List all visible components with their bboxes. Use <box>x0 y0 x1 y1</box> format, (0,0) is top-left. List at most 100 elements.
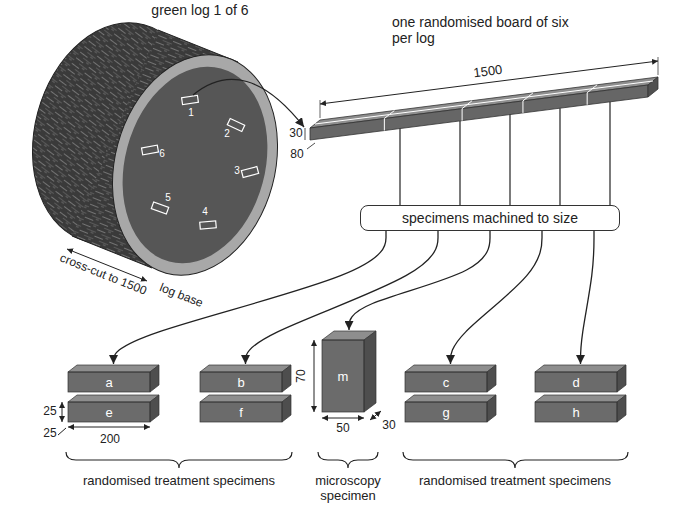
board-number: 4 <box>202 206 208 218</box>
note: one randomised board of six per log <box>392 14 592 46</box>
cut-line <box>462 109 463 121</box>
specimen-letter: m <box>338 369 349 384</box>
end-label: log base <box>157 281 204 311</box>
block-side-face <box>487 365 496 392</box>
dimension-line <box>58 428 66 435</box>
figure-title: green log 1 of 6 <box>151 2 248 18</box>
group-brace <box>318 452 378 468</box>
block-front-outline <box>68 402 150 422</box>
board-front-face <box>310 85 648 140</box>
dimension-label: 25 <box>43 427 56 441</box>
group-brace <box>403 452 628 468</box>
dimension-label: 30 <box>382 419 395 433</box>
log-sapwood-ring <box>89 36 302 294</box>
dimension-label: 1500 <box>473 63 504 81</box>
block-side-face <box>617 395 626 422</box>
board-end-face <box>648 77 658 97</box>
specimen-letter: g <box>442 405 449 420</box>
specimen-block: e <box>68 402 150 422</box>
feed-line <box>399 129 400 205</box>
flow-arrow <box>581 231 595 364</box>
block-front-outline <box>405 372 487 392</box>
block-front-outline <box>68 372 150 392</box>
block-side-face <box>487 395 496 422</box>
log-end-face <box>102 50 289 279</box>
cut-line <box>384 119 385 131</box>
dimension-line <box>322 418 364 419</box>
block-top-face <box>68 365 159 372</box>
dimension-line <box>314 340 315 412</box>
board <box>310 77 658 140</box>
specimen-block: b <box>200 372 282 392</box>
board-position <box>241 167 258 178</box>
board-number: 5 <box>165 192 171 204</box>
cut-line <box>587 93 588 105</box>
specimen-block: c <box>405 372 487 392</box>
dimension-label: 80 <box>290 148 303 162</box>
block-front-outline <box>200 372 282 392</box>
block-front-outline <box>322 340 364 412</box>
block-front-outline <box>535 372 617 392</box>
feed-lines <box>400 102 610 205</box>
selection-arrow <box>193 79 304 127</box>
cut-line <box>384 111 394 119</box>
group-label: randomised treatment specimens <box>419 474 611 489</box>
block-side-face <box>617 365 626 392</box>
board-position <box>182 95 199 104</box>
flow-arrow <box>451 231 543 364</box>
dimension-line <box>305 128 306 140</box>
board-number: 3 <box>234 165 240 177</box>
cut-line <box>522 101 523 113</box>
block-side-face <box>364 331 376 412</box>
board-number: 6 <box>159 148 165 160</box>
board-number: 1 <box>188 107 194 119</box>
block-top-face <box>405 395 496 402</box>
board-position <box>200 221 217 229</box>
block-front-outline <box>405 402 487 422</box>
feed-line <box>609 102 610 205</box>
specimen-block: d <box>535 372 617 392</box>
specimen-letter: f <box>239 405 243 420</box>
specimen-letter: d <box>572 375 579 390</box>
specimen-letter: b <box>237 375 244 390</box>
board-position <box>151 202 168 214</box>
board-number: 2 <box>224 128 230 140</box>
block-top-face <box>405 365 496 372</box>
block-top-face <box>68 395 159 402</box>
box-label: specimens machined to size <box>371 210 609 226</box>
dimension-line <box>62 402 63 422</box>
block-side-face <box>282 365 291 392</box>
specimen-block: a <box>68 372 150 392</box>
block-side-face <box>150 365 159 392</box>
rip-line <box>315 81 653 124</box>
group-label: microscopy specimen <box>303 474 393 504</box>
dimension-label: 200 <box>100 433 120 447</box>
process-box: specimens machined to size <box>360 205 620 231</box>
flow-arrow <box>349 231 490 330</box>
block-side-face <box>282 395 291 422</box>
dimension-label: 30 <box>289 127 302 141</box>
block-front-outline <box>200 402 282 422</box>
specimen-block: g <box>405 402 487 422</box>
cut-line <box>587 85 597 93</box>
feed-line <box>559 108 560 205</box>
specimen-letter: e <box>105 405 112 420</box>
log <box>9 4 302 294</box>
group-brace <box>66 452 292 468</box>
dimension-line <box>320 61 658 104</box>
block-top-face <box>535 395 626 402</box>
dimension-line <box>68 427 150 428</box>
block-top-face <box>200 395 291 402</box>
specimen-letter: a <box>105 375 112 390</box>
dimension-line <box>370 411 381 420</box>
dimension-label: 50 <box>336 422 349 436</box>
specimen-block: m <box>322 340 364 412</box>
feed-line <box>509 115 510 205</box>
cut-line <box>523 93 533 101</box>
block-side-face <box>150 395 159 422</box>
group-label: randomised treatment specimens <box>83 474 275 489</box>
extension-line <box>320 100 321 118</box>
dimension-label: 70 <box>295 369 309 382</box>
extension-line <box>658 57 659 75</box>
specimen-block: h <box>535 402 617 422</box>
